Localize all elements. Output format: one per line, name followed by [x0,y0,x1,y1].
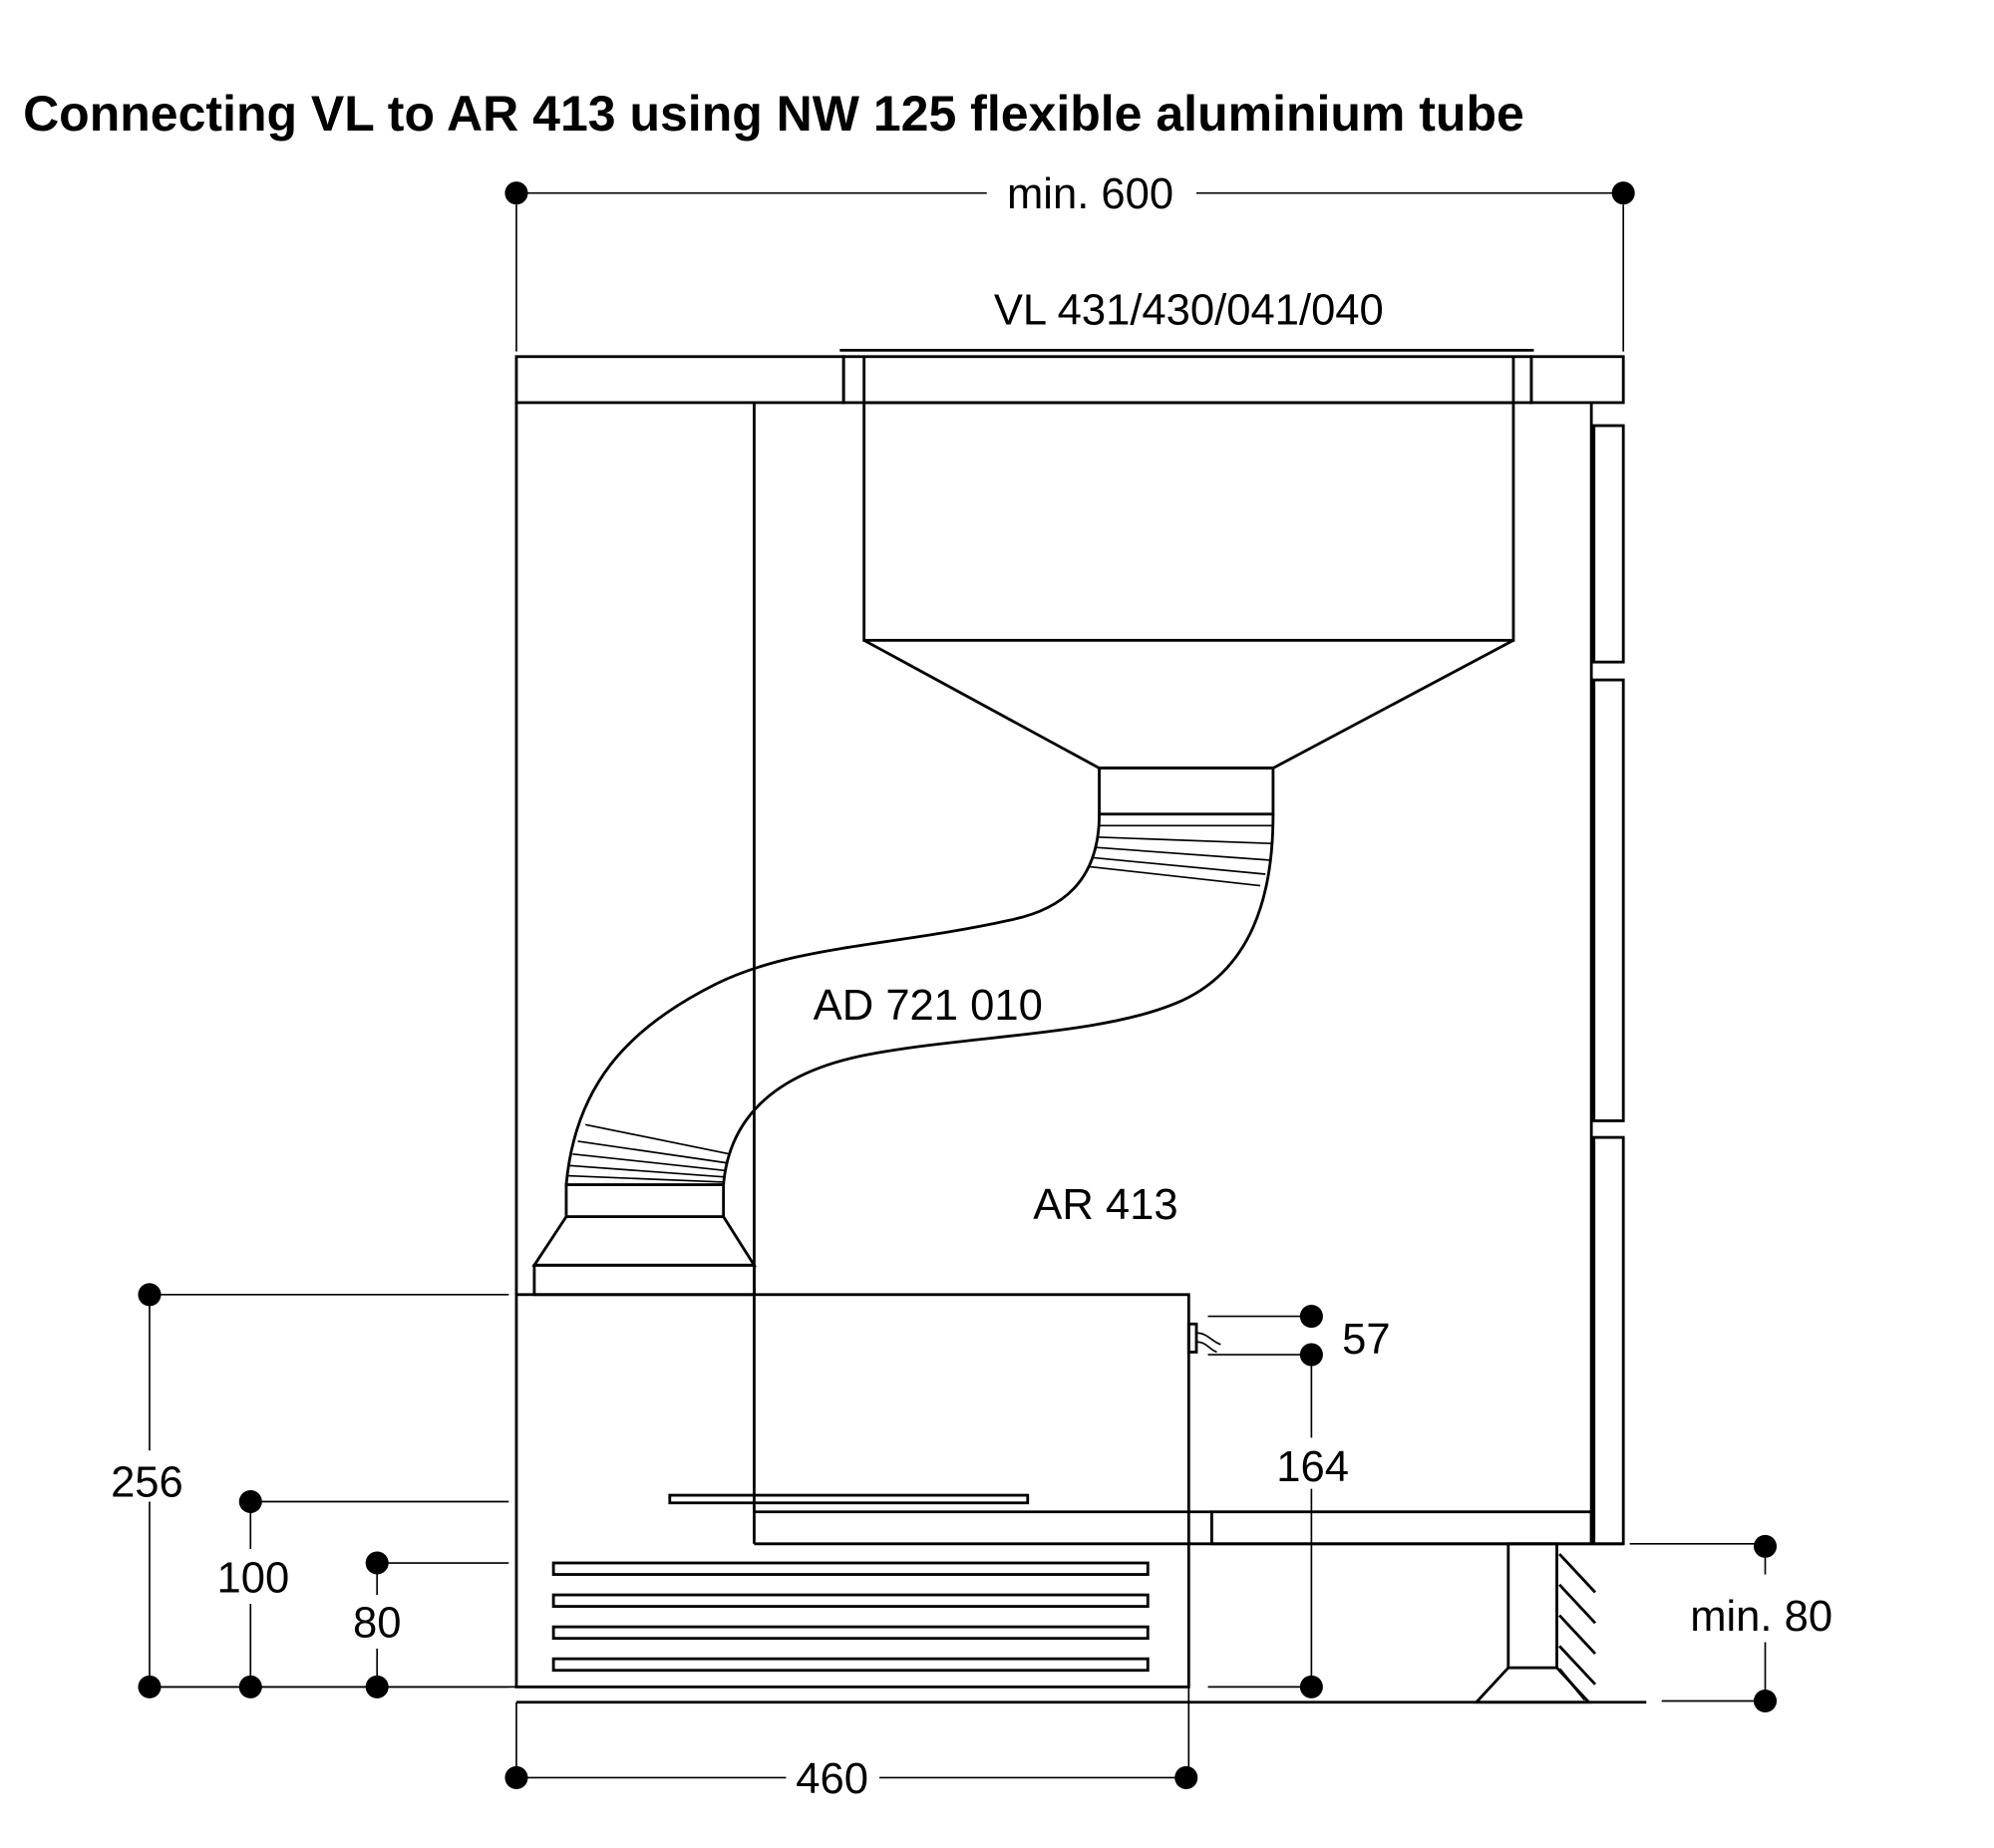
dimension-57: 57 [1207,1305,1391,1367]
diagram-title: Connecting VL to AR 413 using NW 125 fle… [23,86,1524,142]
dimension-label: 164 [1276,1443,1349,1491]
unit-label: AR 413 [1033,1181,1177,1229]
dimension-80: 80 [353,1551,509,1698]
dimension-min-600: min. 600 [504,170,1635,352]
tube-label: AD 721 010 [814,982,1043,1030]
plinth-foot [1473,1542,1597,1704]
cabinet [514,402,1625,1546]
dimension-label: 80 [353,1599,401,1647]
dimension-min-80: min. 80 [1629,1534,1832,1713]
dimension-label: 460 [796,1755,868,1803]
dimension-label: min. 600 [1007,170,1173,218]
dimension-label: 57 [1342,1316,1390,1364]
dimension-164: 164 [1207,1355,1349,1698]
ar413-unit [514,1293,1647,1704]
dimension-460: 460 [504,1687,1198,1803]
dimension-label: 100 [216,1555,289,1603]
worktop [514,355,1625,405]
dimension-label: min. 80 [1690,1593,1832,1641]
dimension-label: 256 [111,1458,183,1506]
dimension-100: 100 [216,1489,509,1698]
vl-appliance [839,348,1534,816]
flexible-tube [531,813,1275,1297]
dimension-256: 256 [111,1283,509,1698]
appliance-label: VL 431/430/041/040 [994,287,1384,335]
